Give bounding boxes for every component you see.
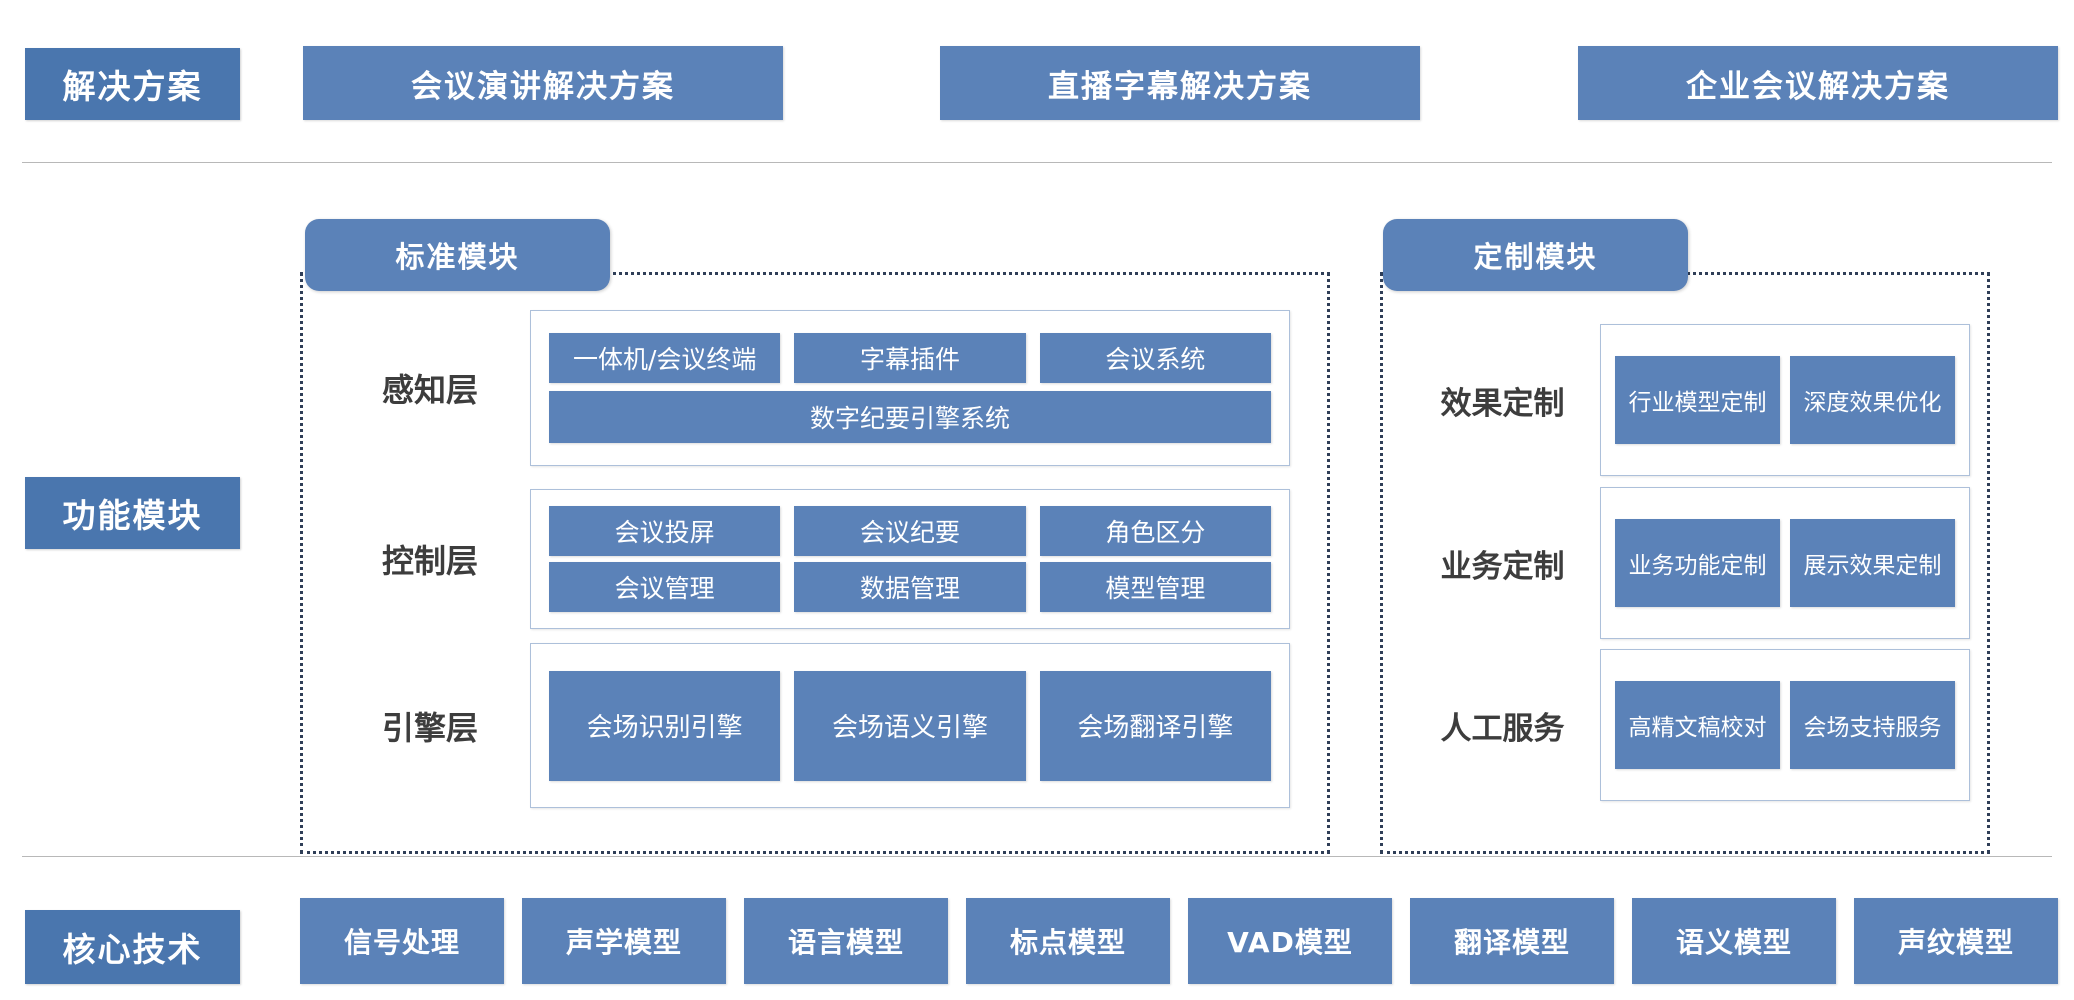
tile-all-in-one-terminal[interactable]: 一体机/会议终端	[549, 333, 781, 383]
tile-venue-support-service[interactable]: 会场支持服务	[1790, 681, 1955, 769]
solutions-band: 解决方案 会议演讲解决方案 直播字幕解决方案 企业会议解决方案	[0, 0, 2074, 162]
tile-high-precision-proofreading[interactable]: 高精文稿校对	[1615, 681, 1780, 769]
layer-label-engine: 引擎层	[381, 708, 478, 747]
tile-venue-recognition-engine[interactable]: 会场识别引擎	[549, 670, 781, 781]
tile-conference-system[interactable]: 会议系统	[1039, 333, 1271, 383]
custom-row-effect: 效果定制 行业模型定制 深度效果优化	[1405, 320, 1975, 480]
tile-display-effect-customization[interactable]: 展示效果定制	[1790, 519, 1955, 607]
core-tech-language-model[interactable]: 语言模型	[744, 898, 948, 984]
tile-industry-model-customization[interactable]: 行业模型定制	[1615, 356, 1780, 444]
business-group-box: 业务功能定制 展示效果定制	[1600, 487, 1970, 639]
perception-group-box: 一体机/会议终端 字幕插件 会议系统 数字纪要引擎系统	[530, 310, 1290, 466]
solution-button-conference-presentation[interactable]: 会议演讲解决方案	[303, 46, 783, 120]
core-tech-translation-model[interactable]: 翻译模型	[1410, 898, 1614, 984]
custom-row-manual-service: 人工服务 高精文稿校对 会场支持服务	[1405, 645, 1975, 805]
function-modules-section-label: 功能模块	[25, 477, 240, 549]
tile-meeting-management[interactable]: 会议管理	[549, 562, 781, 612]
engine-group-box: 会场识别引擎 会场语义引擎 会场翻译引擎	[530, 643, 1290, 808]
divider-top	[22, 162, 2052, 163]
tile-business-function-customization[interactable]: 业务功能定制	[1615, 519, 1780, 607]
custom-label-business: 业务定制	[1440, 548, 1565, 585]
layer-row-control: 控制层 会议投屏 会议纪要 角色区分 会议管理 数据管理 模型管理	[330, 483, 1310, 635]
tile-deep-effect-optimization[interactable]: 深度效果优化	[1790, 356, 1955, 444]
core-tech-voiceprint-model[interactable]: 声纹模型	[1854, 898, 2058, 984]
core-tech-acoustic-model[interactable]: 声学模型	[522, 898, 726, 984]
core-tech-signal-processing[interactable]: 信号处理	[300, 898, 504, 984]
control-group-box: 会议投屏 会议纪要 角色区分 会议管理 数据管理 模型管理	[530, 489, 1290, 629]
core-tech-punctuation-model[interactable]: 标点模型	[966, 898, 1170, 984]
manual-service-group-box: 高精文稿校对 会场支持服务	[1600, 649, 1970, 801]
custom-label-manual-service: 人工服务	[1440, 710, 1565, 747]
effect-group-box: 行业模型定制 深度效果优化	[1600, 324, 1970, 476]
layer-row-perception: 感知层 一体机/会议终端 字幕插件 会议系统 数字纪要引擎系统	[330, 310, 1310, 466]
tile-model-management[interactable]: 模型管理	[1039, 562, 1271, 612]
standard-module-tag: 标准模块	[305, 219, 610, 291]
tile-digital-minutes-engine-system[interactable]: 数字纪要引擎系统	[549, 391, 1271, 443]
divider-bottom	[22, 856, 2052, 857]
solution-button-live-subtitle[interactable]: 直播字幕解决方案	[940, 46, 1420, 120]
layer-label-control: 控制层	[381, 542, 478, 580]
custom-row-business: 业务定制 业务功能定制 展示效果定制	[1405, 483, 1975, 643]
tile-meeting-minutes[interactable]: 会议纪要	[794, 506, 1026, 556]
custom-label-effect: 效果定制	[1440, 385, 1565, 422]
custom-module-tag: 定制模块	[1383, 219, 1688, 291]
layer-label-perception: 感知层	[381, 371, 478, 409]
tile-venue-translation-engine[interactable]: 会场翻译引擎	[1039, 670, 1271, 781]
tile-venue-semantic-engine[interactable]: 会场语义引擎	[794, 670, 1026, 781]
layer-row-engine: 引擎层 会场识别引擎 会场语义引擎 会场翻译引擎	[330, 643, 1310, 808]
solution-button-enterprise-meeting[interactable]: 企业会议解决方案	[1578, 46, 2058, 120]
tile-meeting-screen-cast[interactable]: 会议投屏	[549, 506, 781, 556]
core-tech-row: 信号处理 声学模型 语言模型 标点模型 VAD模型 翻译模型 语义模型 声纹模型	[300, 898, 2058, 984]
tile-role-distinction[interactable]: 角色区分	[1039, 506, 1271, 556]
solutions-section-label: 解决方案	[25, 48, 240, 120]
tile-data-management[interactable]: 数据管理	[794, 562, 1026, 612]
core-tech-section-label: 核心技术	[25, 910, 240, 984]
core-tech-semantic-model[interactable]: 语义模型	[1632, 898, 1836, 984]
core-tech-vad-model[interactable]: VAD模型	[1188, 898, 1392, 984]
tile-subtitle-plugin[interactable]: 字幕插件	[794, 333, 1026, 383]
